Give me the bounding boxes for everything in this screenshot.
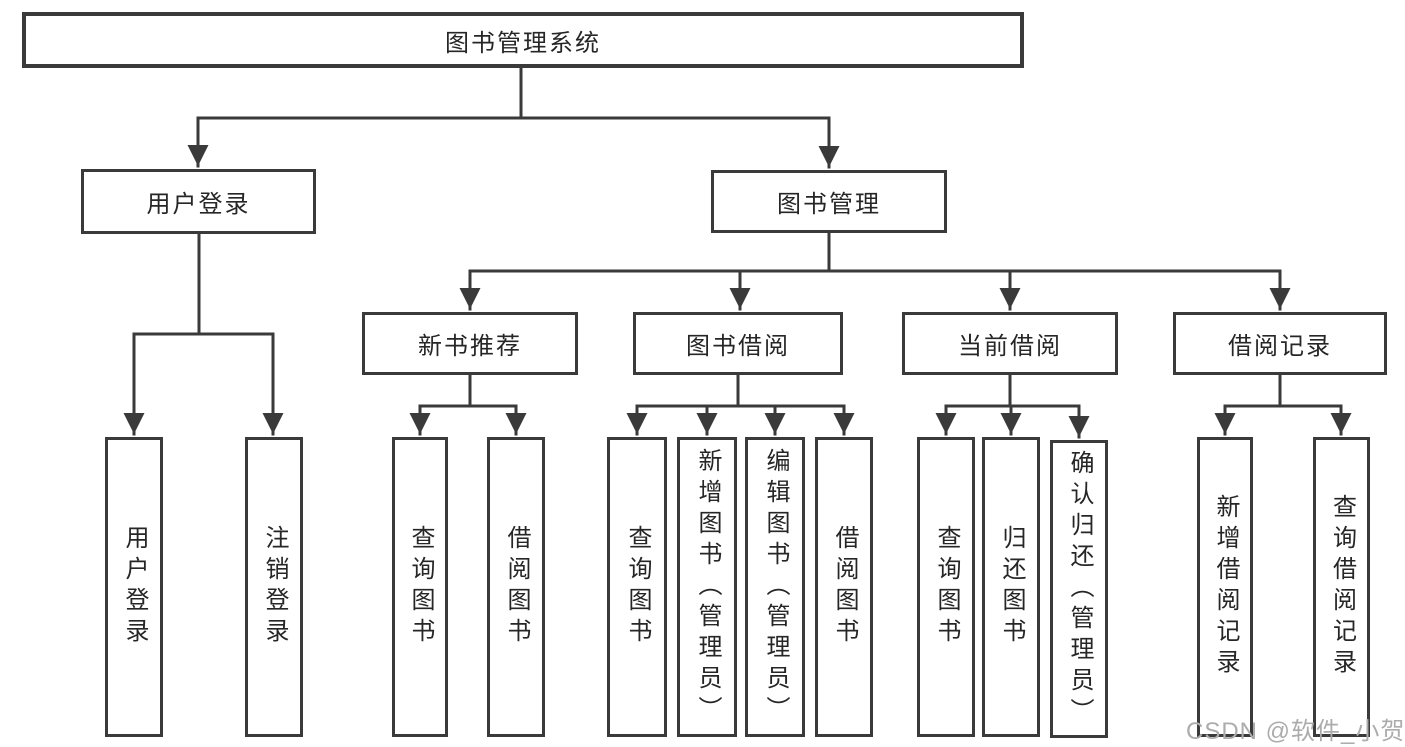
leaf-add-borrow-record: 新增借阅记录 xyxy=(1197,437,1253,737)
node-book-management: 图书管理 xyxy=(711,170,947,233)
node-borrowing-records: 借阅记录 xyxy=(1173,312,1387,375)
node-book-borrowing: 图书借阅 xyxy=(633,312,843,375)
leaf-query-borrow-record: 查询借阅记录 xyxy=(1313,437,1370,737)
leaf-borrow-books-label: 借阅图书 xyxy=(831,525,858,649)
leaf-edit-books-admin-label: 编辑图书（管理员） xyxy=(762,447,789,727)
leaf-confirm-return-admin: 确认归还（管理员） xyxy=(1050,440,1108,738)
node-library-management-system: 图书管理系统 xyxy=(22,12,1024,68)
leaf-query-books-borrow: 查询图书 xyxy=(607,437,667,737)
leaf-borrow-books-recommend: 借阅图书 xyxy=(487,437,545,737)
leaf-query-borrow-record-label: 查询借阅记录 xyxy=(1328,494,1356,680)
leaf-query-books-recommend-label: 查询图书 xyxy=(407,525,434,649)
node-new-book-recommendation: 新书推荐 xyxy=(362,312,578,375)
leaf-user-login: 用户登录 xyxy=(105,437,163,737)
leaf-return-books-label: 归还图书 xyxy=(998,525,1025,649)
leaf-query-books-current: 查询图书 xyxy=(917,437,975,737)
node-current-borrowing: 当前借阅 xyxy=(902,312,1118,375)
leaf-query-books-recommend: 查询图书 xyxy=(392,437,448,737)
leaf-add-borrow-record-label: 新增借阅记录 xyxy=(1212,494,1239,680)
leaf-borrow-books: 借阅图书 xyxy=(815,437,873,737)
leaf-add-books-admin: 新增图书（管理员） xyxy=(677,437,737,737)
node-user-login: 用户登录 xyxy=(81,169,316,234)
leaf-logout: 注销登录 xyxy=(245,437,303,737)
leaf-query-books-current-label: 查询图书 xyxy=(933,525,960,649)
leaf-user-login-label: 用户登录 xyxy=(121,525,148,649)
leaf-borrow-books-recommend-label: 借阅图书 xyxy=(503,525,530,649)
leaf-return-books: 归还图书 xyxy=(982,437,1040,737)
leaf-edit-books-admin: 编辑图书（管理员） xyxy=(745,437,805,737)
leaf-logout-label: 注销登录 xyxy=(261,525,288,649)
leaf-add-books-admin-label: 新增图书（管理员） xyxy=(694,447,721,727)
leaf-query-books-borrow-label: 查询图书 xyxy=(624,525,651,649)
leaf-confirm-return-admin-label: 确认归还（管理员） xyxy=(1066,449,1093,729)
csdn-watermark: CSDN @软件_小贺同学 xyxy=(1186,718,1405,745)
